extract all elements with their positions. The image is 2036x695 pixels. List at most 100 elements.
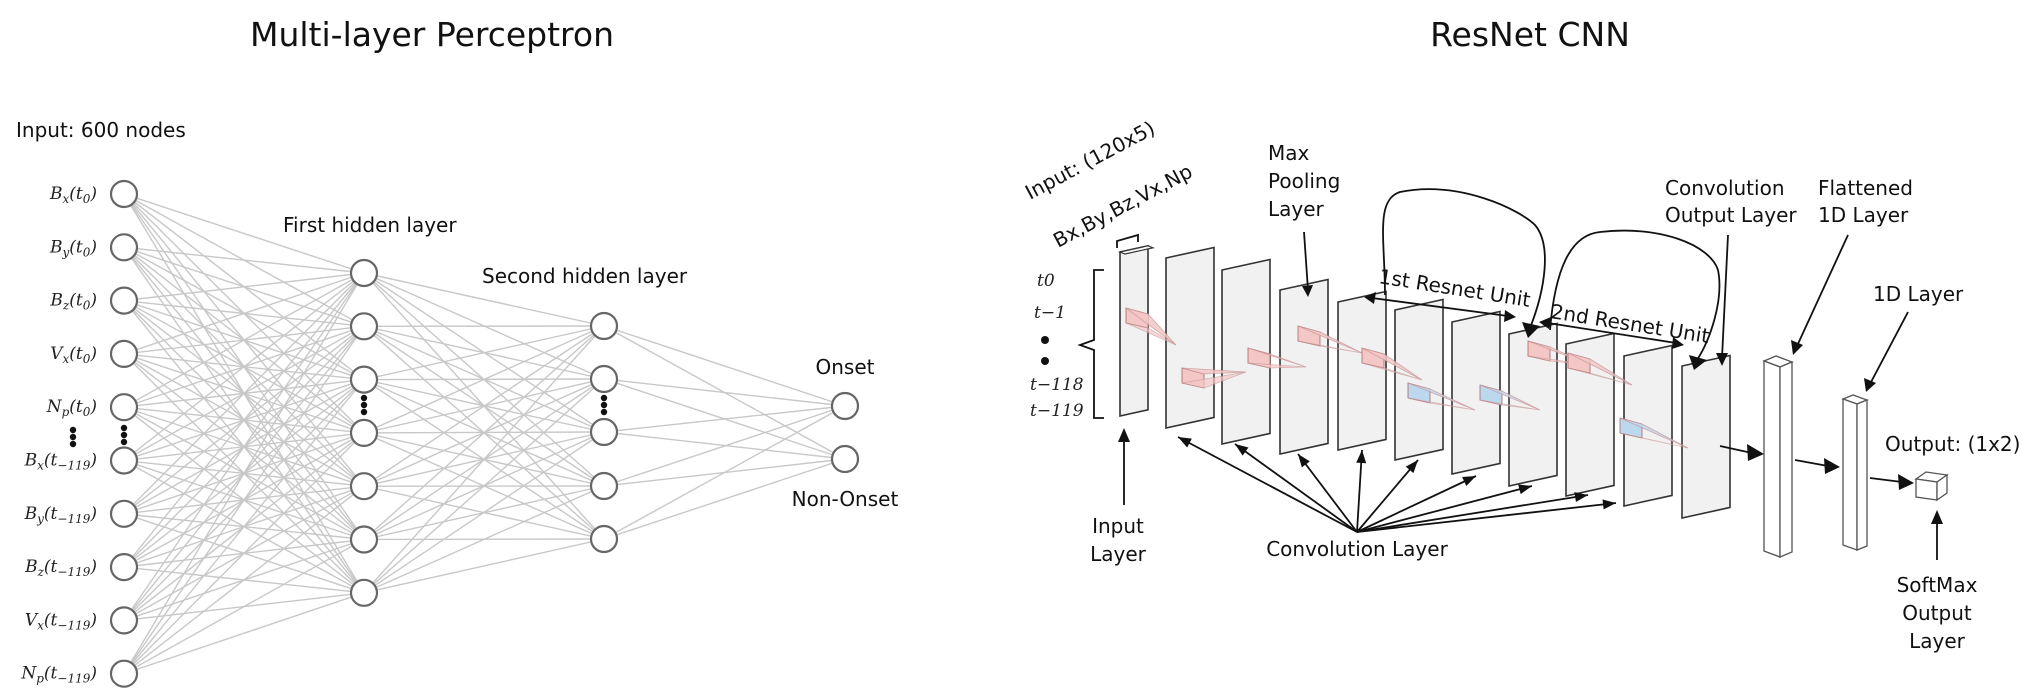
mlp-connection [363,325,605,487]
max-pooling-arrow [1303,231,1309,291]
mlp-connection [363,325,605,381]
hidden1-node [349,525,379,554]
ellipsis-dot [69,440,77,448]
mlp-connection [363,378,605,594]
ellipsis-dot [120,438,128,446]
mlp-hidden1-label: First hidden layer [283,213,457,237]
flattened-arrowhead [1791,340,1803,355]
resnet2-span-arrowhead-right [1672,337,1684,349]
conv-fan-arrow [1297,453,1358,533]
kernel-ray [1479,384,1541,411]
conv-fan-arrowhead [1235,444,1249,456]
hidden1-node [349,312,379,341]
conv-fan-arrowhead [1574,492,1588,502]
conv-layer-panel [1508,322,1558,487]
max-pooling-label-line2: Pooling [1268,169,1340,193]
resnet1-span-arrowhead-right [1504,310,1516,322]
hidden1-node [349,578,379,607]
kernel-ray [1125,307,1177,346]
max-pooling-label-line1: Max [1268,141,1310,165]
resnet2-span-arrowhead-left [1539,317,1551,329]
ellipsis-dot [120,424,128,432]
conv-fan-arrowhead [1356,450,1367,464]
mlp-connection [123,272,365,515]
input-node [109,233,139,262]
mlp-connection [123,272,365,675]
kernel-ray [1297,340,1363,354]
output-node [830,444,860,474]
flattened-label-line2: 1D Layer [1818,203,1909,227]
kernel-ray [1479,399,1541,411]
ellipsis-dot [600,394,608,402]
mlp-connection [123,379,365,675]
resnet2-label: 2nd Resnet Unit [1549,299,1711,348]
hidden2-node [589,364,619,394]
mlp-connection [123,272,365,408]
input-node-label: Np(t−119) [20,664,97,686]
mlp-connection [363,272,605,327]
output-node [830,391,860,421]
conv-fan-arrow [1356,485,1533,533]
conv-layer-panel [1394,298,1444,461]
mlp-connection [363,325,605,594]
mlp-connection [123,272,365,462]
resnet1-span-arrow [1371,297,1509,317]
flow-arrowhead-flat-to-1d [1824,458,1840,474]
conv-layer-panel [1451,310,1501,475]
conv-layer-panel [1337,290,1387,451]
mlp-input-label: Input: 600 nodes [16,118,186,142]
input-layer-label-line2: Layer [1090,542,1147,566]
input-node-label: Vx(t0) [50,344,97,366]
conv-fan-arrowhead [1405,460,1418,474]
input-node [109,446,139,475]
kernel-ray [1567,352,1633,386]
kernel-ray [1247,362,1307,369]
flow-arrowhead-1d-to-softmax [1898,474,1914,490]
mlp-connection [363,325,605,541]
input-node-label: Np(t0) [46,397,97,419]
input-node [109,499,139,528]
input-node-label: By(t0) [49,237,97,259]
mlp-connection [123,432,365,675]
conv-layer-fan-arrows [1177,436,1617,533]
mlp-connection [363,538,605,594]
hidden1-node [349,365,379,394]
kernel-ray [1125,322,1177,346]
mlp-input-labels: Bx(t0)By(t0)Bz(t0)Vx(t0)Np(t0)Bx(t−119)B… [20,184,97,686]
conv-fan-arrowhead [1178,437,1192,448]
flow-arrow-flat-to-1d [1794,459,1829,467]
mlp-connection [123,272,365,621]
mlp-connections [123,193,846,675]
mlp-connection [123,193,365,274]
max-pooling-label-line3: Layer [1268,197,1325,221]
mlp-nodes [69,179,860,688]
mlp-connection [123,272,365,302]
kernel-ray [1361,347,1423,381]
mlp-connection [123,485,365,675]
conv-layer-panel [1221,258,1271,445]
kernel-ray [1247,347,1307,368]
resnet1-span-arrowhead-left [1364,292,1376,304]
hidden2-node [589,417,619,447]
kernel-ray [1181,367,1247,375]
time-ellipsis-dot [1041,336,1049,344]
resnet1-skip-arrowhead [1522,322,1540,338]
max-pooling-arrowhead [1302,285,1313,297]
resnet2-skip-arrowhead [1689,355,1707,370]
mlp-connection [123,592,365,675]
ellipsis-dot [69,433,77,441]
conv-fan-arrow [1356,475,1477,533]
input-node [109,659,139,688]
mlp-connection [603,325,846,407]
kernel-ray [1567,367,1633,386]
one-d-layer [1841,394,1869,551]
ellipsis-dot [600,401,608,409]
input-node [109,179,139,209]
ellipsis-dot [600,408,608,416]
resnet1-skip-arc [1382,188,1546,329]
cnn-kernels [1125,307,1689,449]
conv-output-arrow [1721,234,1729,359]
mlp-connection [123,538,365,675]
time-bracket [1077,269,1104,419]
kernel-ray [1297,325,1363,354]
